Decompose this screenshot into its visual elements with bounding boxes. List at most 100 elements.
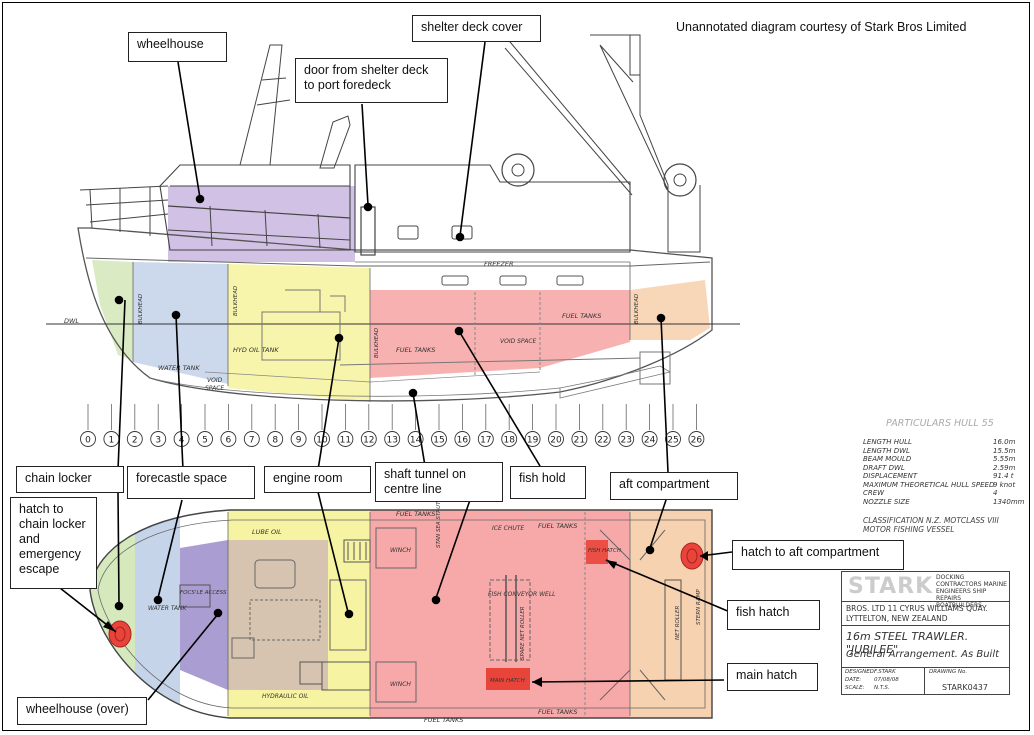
drawing-no-label: DRAWING No. (929, 669, 968, 675)
frame-stations: 0123456789101112131415161718192021222324… (80, 404, 705, 447)
callout-door-shelter-deck: door from shelter deck to port foredeck (295, 58, 448, 103)
keel-line (149, 377, 561, 397)
zone-engine-room (228, 264, 370, 402)
callout-engine-room: engine room (264, 466, 371, 493)
title-block: STARK DOCKING CONTRACTORS MARINE ENGINEE… (841, 571, 1010, 695)
hull-outline (77, 227, 713, 402)
frame-number: 5 (202, 436, 208, 446)
bulkhead-label-4: BULKHEAD (634, 294, 640, 324)
skeg (559, 365, 672, 399)
particulars-key: BEAM MOULD (863, 455, 912, 463)
exhaust-stack (319, 115, 351, 169)
main-hatch-text: MAIN HATCH (490, 678, 525, 684)
stern-ramp-label: STERN RAMP (696, 589, 702, 625)
spare-net-roller-label: SPARE NET ROLLER (520, 606, 526, 660)
lube-oil-label: LUBE OIL (252, 528, 282, 536)
particulars-key: DISPLACEMENT (863, 472, 918, 480)
particulars-row: LENGTH DWL 15.5m (863, 447, 1023, 456)
fuel-tanks-bottom-label: FUEL TANKS (424, 716, 463, 724)
frame-circle (243, 431, 260, 447)
particulars-value: 9 knot (993, 480, 1016, 489)
frame-number: 15 (433, 436, 444, 446)
gantry (499, 29, 669, 196)
drawing-subtitle: General Arrangement. As Built (846, 649, 1000, 660)
particulars-value: 15.5m (993, 446, 1016, 455)
particulars-value: 4 (993, 489, 998, 497)
water-tank-label: WATER TANK (158, 364, 200, 372)
ice-chute-label: ICE CHUTE (492, 525, 524, 532)
arrowheads (103, 551, 708, 687)
bow-rail (79, 185, 169, 223)
callout-shaft-tunnel: shaft tunnel on centre line (375, 462, 503, 502)
callout-wheelhouse: wheelhouse (128, 32, 227, 62)
frame-circle (150, 431, 167, 447)
fuel-tanks-top-label: FUEL TANKS (396, 510, 435, 518)
frame-circle (618, 431, 635, 447)
frame-circle (431, 431, 447, 447)
frame-number: 8 (272, 436, 278, 446)
frame-circle (594, 431, 611, 447)
main-hatch (486, 668, 530, 690)
frame-circle (360, 431, 377, 447)
date-value: 07/08/08 (874, 677, 899, 683)
void-label: VOID (207, 377, 223, 384)
bulkhead-label-1: BULKHEAD (138, 294, 144, 324)
frame-number: 6 (226, 436, 232, 446)
stark-logo: STARK (848, 574, 934, 599)
bulkhead-label-2: BULKHEAD (233, 286, 239, 316)
net-roller-label: NET ROLLER (675, 606, 681, 640)
fuel-tanks-aft-top-label: FUEL TANKS (538, 522, 577, 530)
frame-circle (220, 431, 237, 447)
fish-conveyor-label: FISH CONVEYOR WELL (488, 591, 556, 598)
bulwark-line (85, 257, 711, 267)
frame-circle (524, 431, 541, 447)
frame-number: 1 (109, 436, 115, 446)
particulars-key: DRAFT DWL (863, 463, 905, 472)
particulars-classification: CLASSIFICATION N.Z. MOTCLASS VIII (863, 516, 999, 525)
frame-circle (501, 431, 518, 447)
designed-label: DESIGNED: (845, 669, 876, 675)
frame-number: 3 (155, 436, 161, 446)
frame-number: 20 (550, 436, 562, 446)
frame-circle (337, 431, 354, 447)
callout-hatch-chain-locker: hatch to chain locker and emergency esca… (10, 497, 97, 589)
frame-number: 11 (340, 436, 351, 446)
winch-drum-aft (663, 163, 697, 197)
frame-number: 19 (527, 436, 539, 446)
title-address-2: LYTTELTON, NEW ZEALAND (846, 614, 948, 623)
frame-number: 0 (85, 436, 91, 446)
particulars-row: CREW 4 (863, 489, 1023, 498)
frame-number: 21 (574, 436, 585, 446)
frame-number: 23 (620, 436, 631, 446)
focsle-access-label: FOCS'LE ACCESS (180, 590, 227, 596)
engine (261, 311, 341, 361)
hatch-chain-locker (108, 620, 132, 648)
particulars-value: 2.59m (993, 463, 1016, 472)
stan-sea-strut-label: STAN SEA STRUT (436, 501, 442, 548)
particulars-key: CREW (863, 489, 885, 497)
callout-fish-hatch: fish hatch (727, 600, 820, 630)
callout-main-hatch: main hatch (727, 663, 818, 691)
freezer-label: FREEZER (484, 260, 514, 268)
callout-hatch-aft-compartment: hatch to aft compartment (732, 540, 904, 570)
frame-circle (267, 431, 284, 447)
winch-label-1: WINCH (390, 547, 411, 554)
dwl-label: DWL (64, 317, 79, 325)
drawing-no-value: STARK0437 (942, 683, 988, 692)
winch-label-2: WINCH (390, 681, 411, 688)
hydraulic-oil-label: HYDRAULIC OIL (262, 693, 309, 700)
particulars-key: LENGTH DWL (863, 446, 910, 455)
frame-circle (665, 431, 681, 447)
particulars-title: PARTICULARS HULL 55 (886, 418, 994, 429)
frame-number: 13 (386, 436, 397, 446)
plan-view: LUBE OIL FUEL TANKS FUEL TANKS FUEL TANK… (89, 501, 713, 724)
mast (239, 44, 283, 166)
frame-number: 14 (410, 436, 422, 446)
frame-number: 25 (667, 436, 678, 446)
plan-hull-outline (89, 509, 713, 719)
designed-value: F.STARK (874, 669, 896, 675)
